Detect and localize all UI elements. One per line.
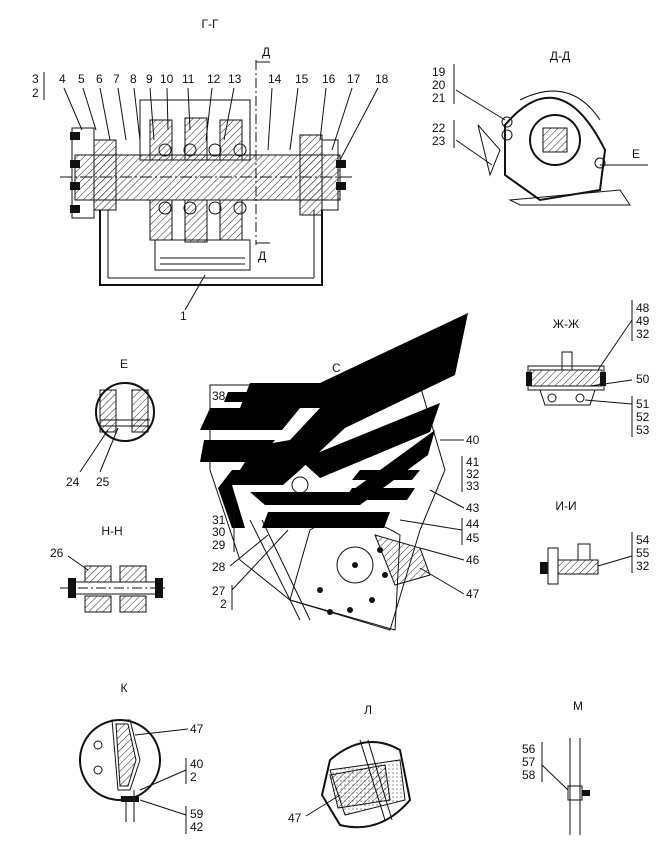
callout-56: 56 [522, 742, 536, 756]
callout-1: 1 [180, 309, 187, 323]
callout-43: 43 [466, 501, 480, 515]
callout-32c: 32 [636, 559, 650, 573]
callout-30: 30 [212, 525, 226, 539]
callout-19: 19 [432, 65, 446, 79]
view-l-title: Л [364, 703, 372, 717]
view-ii: И-И 54 55 32 [540, 499, 650, 585]
callout-10: 10 [160, 72, 174, 86]
view-gg: Г-Г Д Д [32, 17, 389, 323]
view-hh-title: Н-Н [101, 524, 122, 538]
view-e: Е 24 25 [66, 357, 155, 489]
callout-51: 51 [636, 397, 650, 411]
callout-54: 54 [636, 533, 650, 547]
callout-2: 2 [32, 86, 39, 100]
section-mark-c: С [332, 361, 341, 375]
logo-watermark [200, 313, 468, 528]
sprocket-assembly [139, 99, 251, 243]
callout-20: 20 [432, 78, 446, 92]
callout-28: 28 [212, 560, 226, 574]
callout-8: 8 [130, 72, 137, 86]
callout-7: 7 [113, 72, 120, 86]
callout-40: 40 [466, 433, 480, 447]
frame [99, 210, 323, 286]
callout-3: 3 [32, 72, 39, 86]
callout-2c: 2 [190, 770, 197, 784]
callout-22: 22 [432, 121, 446, 135]
callout-58: 58 [522, 768, 536, 782]
section-mark-d-bottom: Д [258, 249, 266, 263]
callout-55: 55 [636, 546, 650, 560]
callout-26: 26 [50, 546, 64, 560]
callout-4: 4 [59, 72, 66, 86]
callout-44: 44 [466, 517, 480, 531]
callout-2b: 2 [220, 597, 227, 611]
view-k-title: К [121, 681, 128, 695]
callout-47c: 47 [288, 811, 302, 825]
callout-25: 25 [96, 475, 110, 489]
callout-27: 27 [212, 584, 226, 598]
view-e-title: Е [120, 357, 128, 371]
view-dd: Д-Д 19 20 21 22 23 Е [432, 49, 648, 206]
callout-14: 14 [268, 72, 282, 86]
view-k: К 47 40 2 59 42 [79, 681, 204, 834]
callout-52: 52 [636, 410, 650, 424]
callout-31: 31 [212, 513, 226, 527]
view-dd-title: Д-Д [550, 49, 570, 63]
callout-42: 42 [190, 820, 204, 834]
callout-41: 41 [466, 455, 480, 469]
callout-18: 18 [375, 72, 389, 86]
callout-47: 47 [466, 587, 480, 601]
callout-17: 17 [347, 72, 361, 86]
callout-11: 11 [182, 72, 195, 86]
callout-32b: 32 [636, 327, 650, 341]
callout-6: 6 [96, 72, 103, 86]
section-mark-e: Е [632, 147, 640, 161]
view-m: М 56 57 58 [522, 699, 590, 835]
callout-48: 48 [636, 301, 650, 315]
callout-32: 32 [466, 467, 480, 481]
callout-9: 9 [146, 72, 153, 86]
callout-53: 53 [636, 423, 650, 437]
bearings [158, 143, 247, 215]
section-mark-d-top: Д [262, 45, 270, 59]
callout-29: 29 [212, 538, 226, 552]
callout-12: 12 [207, 72, 221, 86]
callout-46: 46 [466, 553, 480, 567]
callout-45: 45 [466, 531, 480, 545]
central-assembly: С Н 38 31 30 29 [200, 313, 480, 631]
view-hh: Н-Н 26 [50, 524, 168, 613]
callout-47b: 47 [190, 722, 204, 736]
callout-50: 50 [636, 372, 650, 386]
callout-15: 15 [295, 72, 309, 86]
callout-23: 23 [432, 134, 446, 148]
callout-57: 57 [522, 755, 536, 769]
callout-24: 24 [66, 475, 80, 489]
view-zhzh-title: Ж-Ж [553, 317, 579, 331]
view-m-title: М [573, 699, 583, 713]
callout-13: 13 [228, 72, 242, 86]
callout-33: 33 [466, 479, 480, 493]
housing-dd [504, 96, 607, 202]
callout-59: 59 [190, 807, 204, 821]
view-ii-title: И-И [555, 499, 576, 513]
callout-16: 16 [322, 72, 336, 86]
callout-21: 21 [432, 91, 446, 105]
view-zhzh: Ж-Ж 48 49 32 50 51 52 53 [526, 300, 650, 437]
callout-5: 5 [78, 72, 85, 86]
view-l: Л 47 [288, 703, 412, 829]
callout-40b: 40 [190, 757, 204, 771]
callout-38: 38 [212, 389, 226, 403]
callout-49: 49 [636, 314, 650, 328]
view-gg-title: Г-Г [202, 17, 219, 31]
